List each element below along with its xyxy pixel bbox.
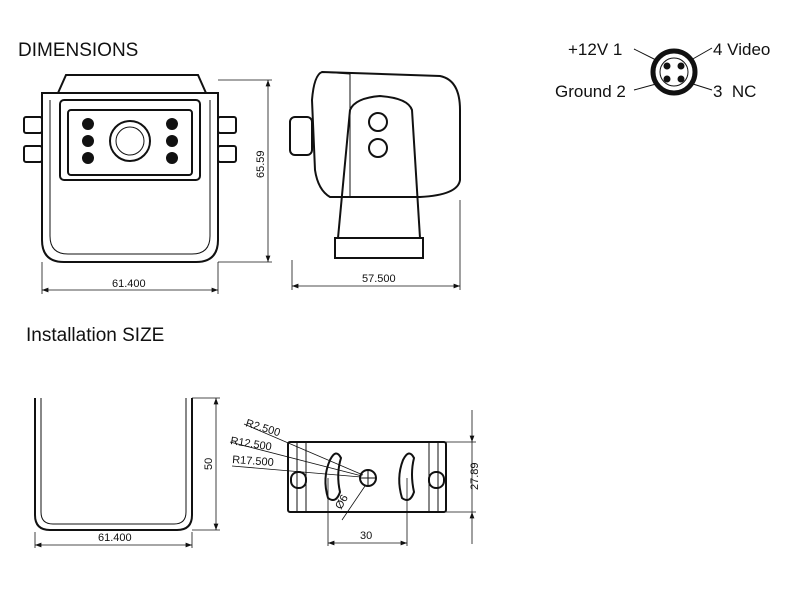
side-depth-label: 57.500 <box>362 273 396 285</box>
dimensions-heading: DIMENSIONS <box>18 40 138 61</box>
mount-plate-drawing: R2.500 R12.500 R17.500 Ø6 30 27.89 <box>230 410 481 546</box>
bracket-height-label: 50 <box>203 458 215 470</box>
side-view: 57.500 <box>289 70 461 290</box>
pin4-label: 4 Video <box>713 40 770 59</box>
connector-pins-icon <box>663 62 685 83</box>
slot-spacing-label: 30 <box>360 530 372 542</box>
pin2-label: Ground 2 <box>555 82 626 101</box>
radius-r17500-label: R17.500 <box>232 454 274 469</box>
connector-pinout: +12V 1 4 Video Ground 2 3 NC <box>555 40 770 101</box>
installation-heading: Installation SIZE <box>26 325 164 346</box>
plate-height-label: 27.89 <box>469 462 481 490</box>
front-width-label: 61.400 <box>112 278 146 290</box>
front-view: 61.400 65.59 <box>23 74 272 294</box>
hole-diameter-label: Ø6 <box>333 493 351 512</box>
pin3-label: 3 NC <box>713 82 756 101</box>
bracket-width-label: 61.400 <box>98 532 132 544</box>
pin1-label: +12V 1 <box>568 40 622 59</box>
front-height-label: 65.59 <box>255 150 267 178</box>
radius-r2500-label: R2.500 <box>244 417 281 439</box>
bracket-drawing: 61.400 50 <box>34 397 220 548</box>
radius-r12500-label: R12.500 <box>230 435 273 453</box>
